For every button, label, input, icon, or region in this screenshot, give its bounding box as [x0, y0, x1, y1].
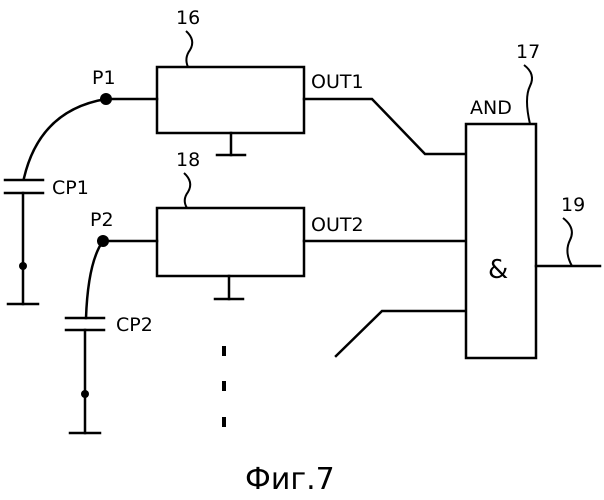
p1-label: P1 [92, 67, 116, 89]
p2-label: P2 [90, 209, 114, 231]
leader-18 [184, 173, 190, 208]
ref-18-label: 18 [176, 149, 200, 171]
cp2-label: CP2 [116, 314, 153, 336]
leader-16 [186, 31, 192, 67]
and-gate-name: AND [470, 97, 512, 119]
leader-19 [563, 218, 572, 266]
cp1-label: CP1 [52, 177, 89, 199]
continuation-dots [222, 346, 226, 427]
out1-label: OUT1 [311, 71, 364, 93]
block-16 [157, 67, 304, 155]
ref-16-label: 16 [176, 7, 200, 29]
extra-input-wire [336, 311, 466, 356]
and-gate-17 [466, 124, 536, 358]
out1-wire [304, 99, 466, 154]
ref-17-label: 17 [516, 41, 540, 63]
figure-caption: Фиг.7 [245, 462, 335, 497]
out2-label: OUT2 [311, 214, 364, 236]
block-18 [157, 208, 304, 299]
leader-17 [524, 65, 532, 124]
ref-19-label: 19 [561, 194, 585, 216]
and-gate-symbol: & [488, 255, 508, 285]
